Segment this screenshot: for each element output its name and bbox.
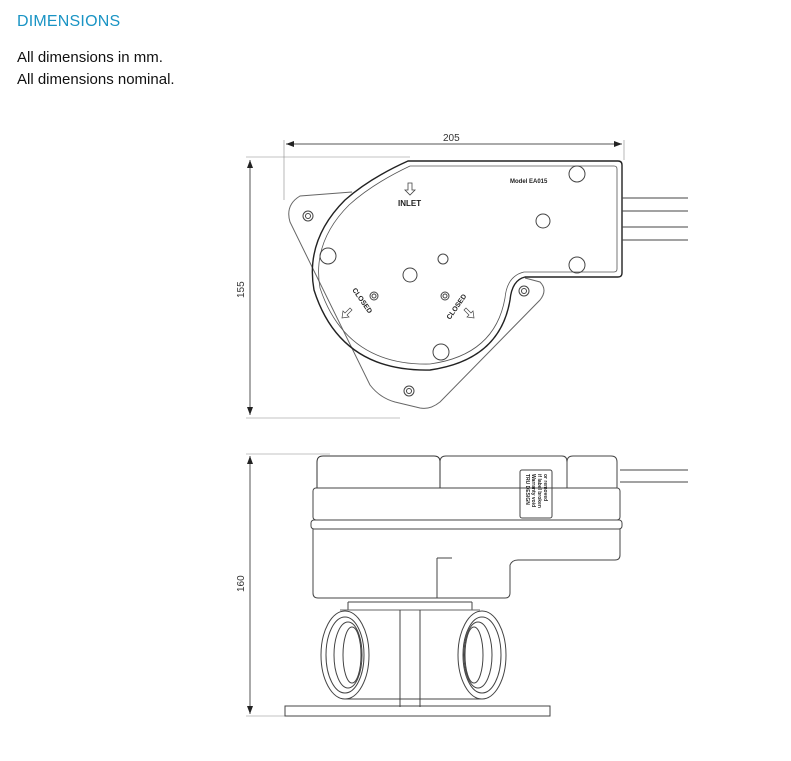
closed-arrow-left-icon [341, 307, 353, 319]
note-units: All dimensions in mm. [17, 49, 163, 66]
height-dimension: 155 [236, 281, 247, 298]
side-height-dimension: 160 [236, 575, 247, 592]
note-nominal: All dimensions nominal. [17, 71, 175, 88]
screw-boss [432, 343, 450, 361]
width-dimension: 205 [443, 133, 460, 144]
base-plate [284, 705, 551, 717]
inlet-label: INLET [398, 199, 421, 208]
warranty-line-4: or removed [542, 474, 548, 501]
mounting-flange [288, 191, 545, 409]
actuator-body-outline [311, 160, 623, 371]
top-view: 205 155 Model EA015 INLET CLOSED [236, 133, 688, 419]
screw-boss [568, 256, 586, 274]
actuator-housing [312, 487, 621, 521]
warranty-line-2: Warranty void [530, 474, 536, 507]
closed-label-left: CLOSED [350, 287, 372, 315]
warranty-line-1: TRU DESIGN [524, 474, 530, 505]
closed-label-right: CLOSED [446, 293, 468, 321]
model-label: Model EA015 [510, 179, 548, 185]
side-view: 160 TRU DESIGN Warranty void if label br… [236, 453, 688, 717]
inlet-arrow-icon [404, 182, 416, 196]
section-heading: DIMENSIONS [17, 13, 121, 30]
warranty-label [519, 469, 553, 519]
screw-boss [568, 165, 586, 183]
closed-arrow-right-icon [463, 307, 475, 319]
screw-boss [319, 247, 337, 265]
warranty-line-3: if label broken [536, 474, 542, 508]
